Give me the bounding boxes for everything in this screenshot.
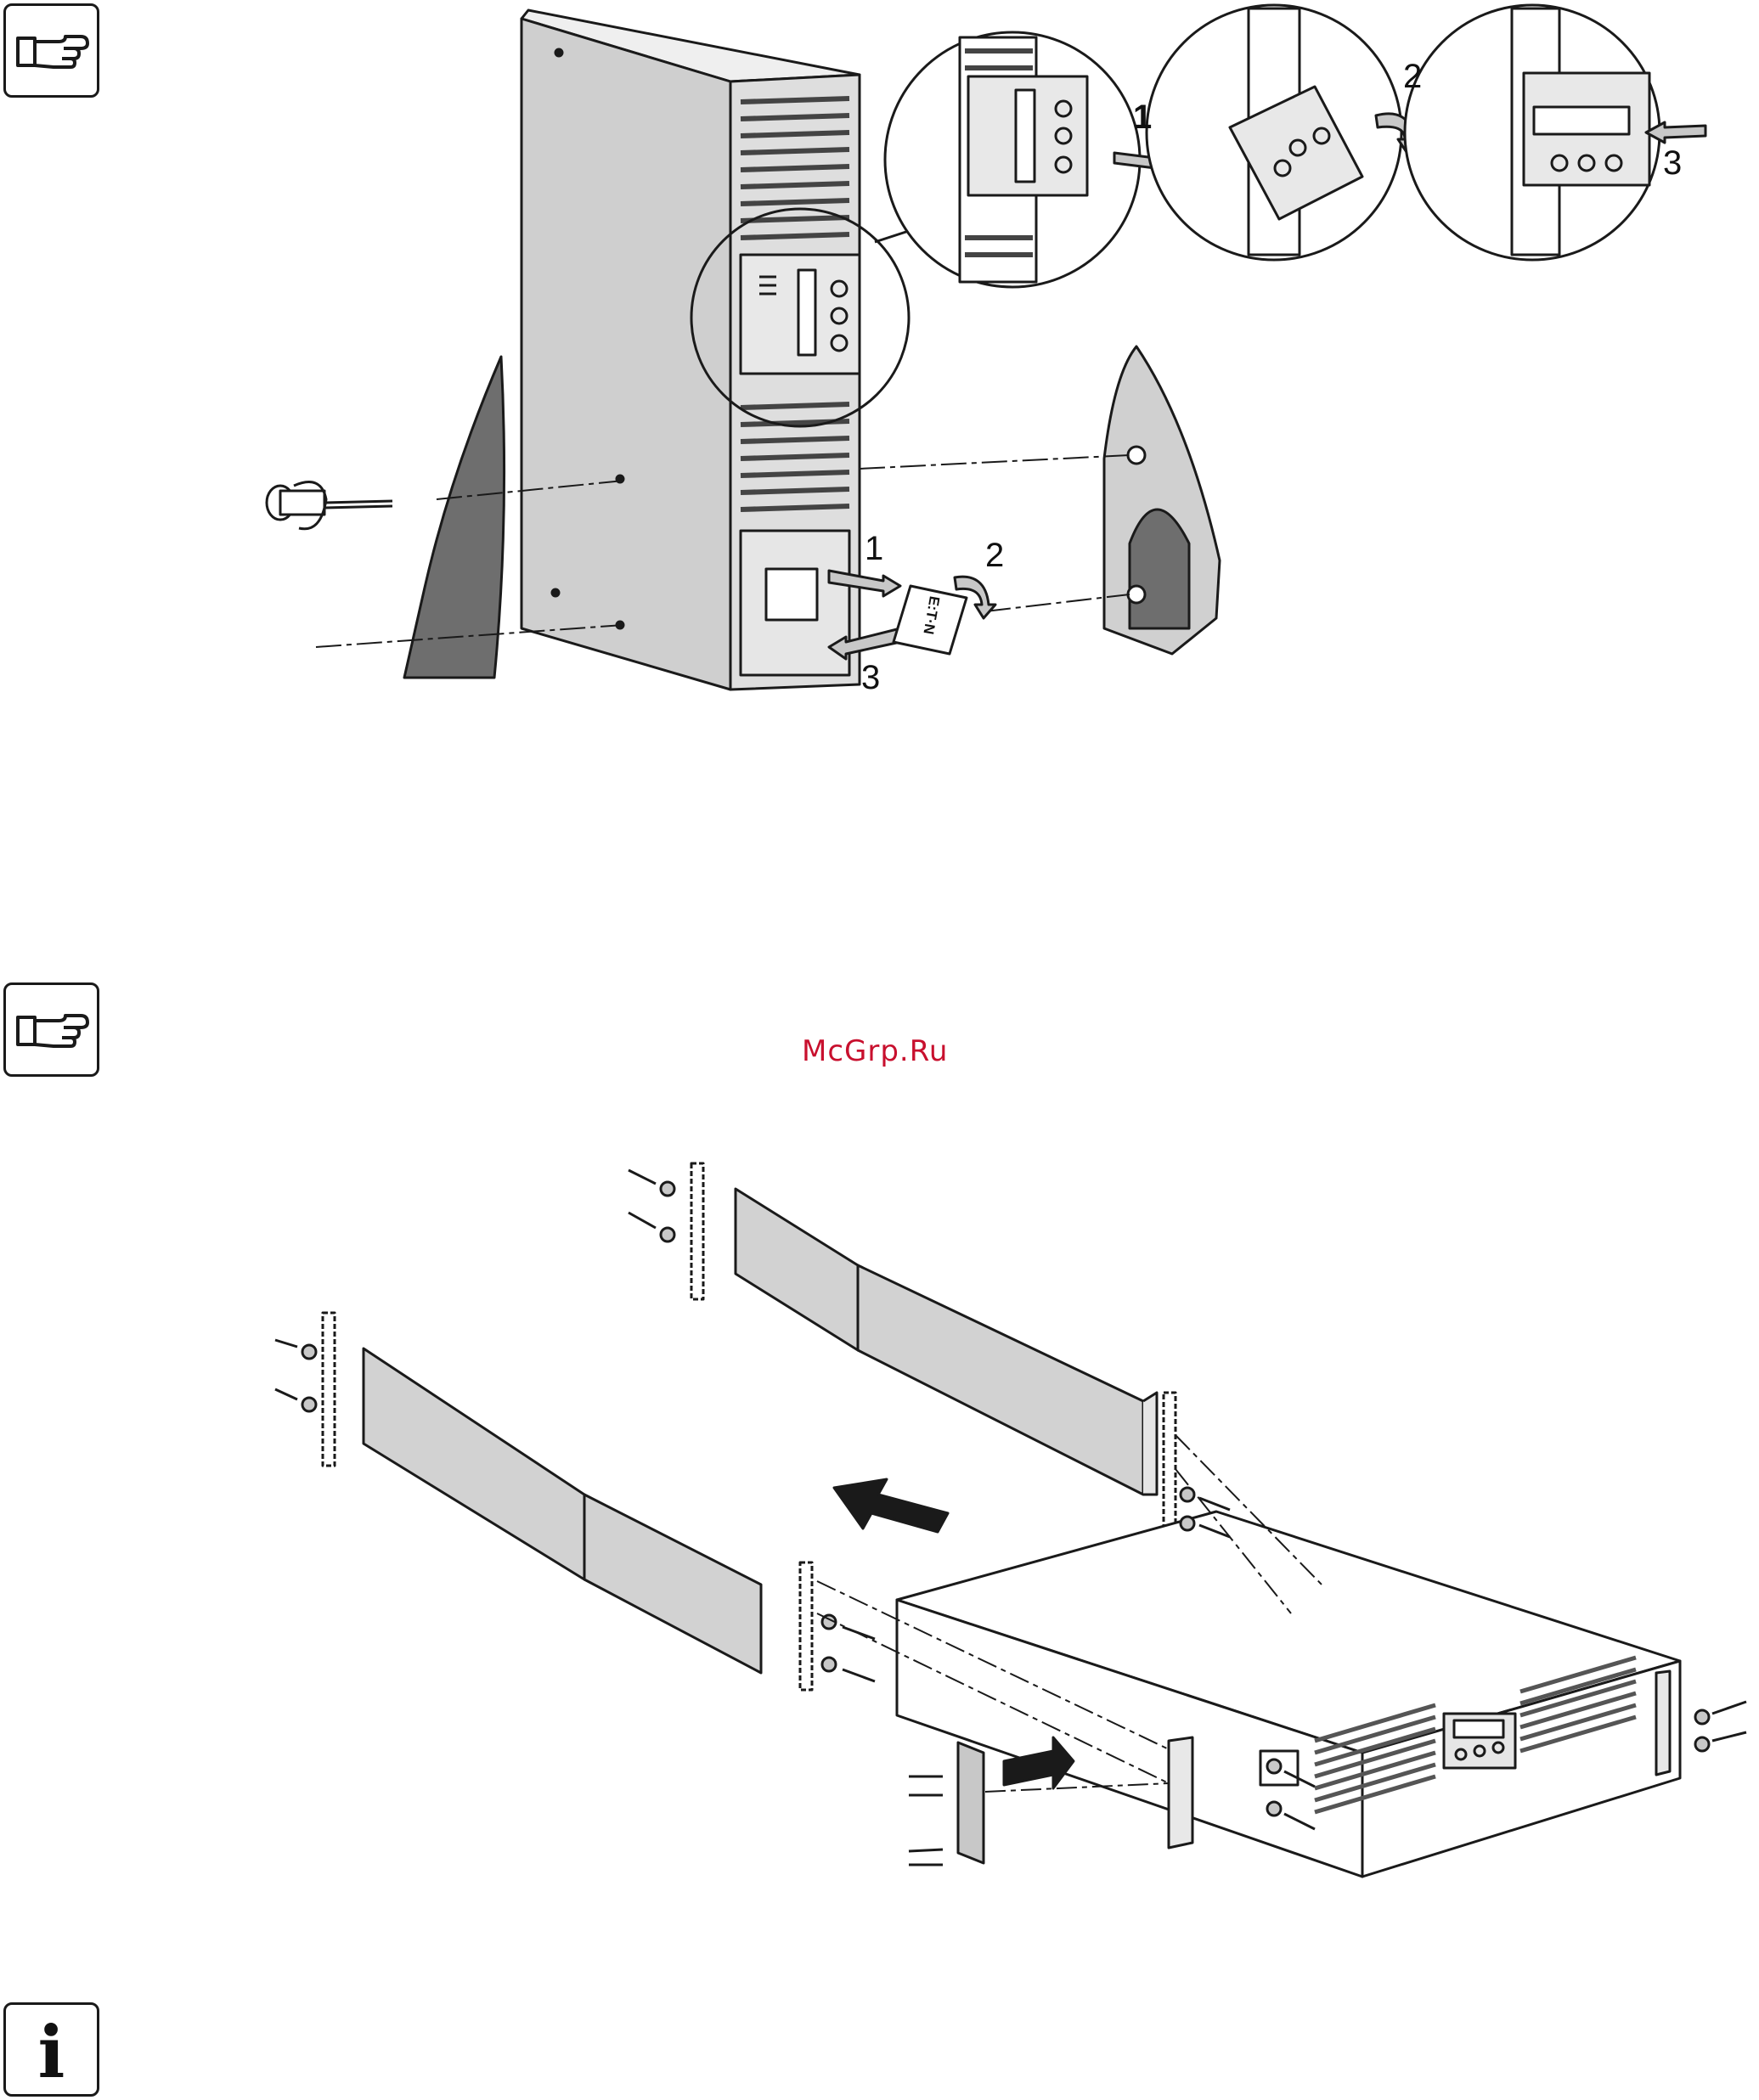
rack-post-back-right [1164, 1393, 1175, 1537]
bracket-right [1656, 1671, 1670, 1775]
rail-front [364, 1348, 584, 1579]
rack-post-front-left [323, 1313, 335, 1466]
slide-arrow [834, 1479, 948, 1532]
info-glyph: i [6, 2010, 97, 2094]
rack-installation-figure [0, 0, 1759, 1970]
bracket-left [958, 1742, 984, 1863]
rack-post-front-right [800, 1562, 812, 1690]
rail-back [736, 1189, 858, 1350]
rack-post-back-left [691, 1163, 703, 1299]
info-icon: i [3, 2002, 99, 2097]
